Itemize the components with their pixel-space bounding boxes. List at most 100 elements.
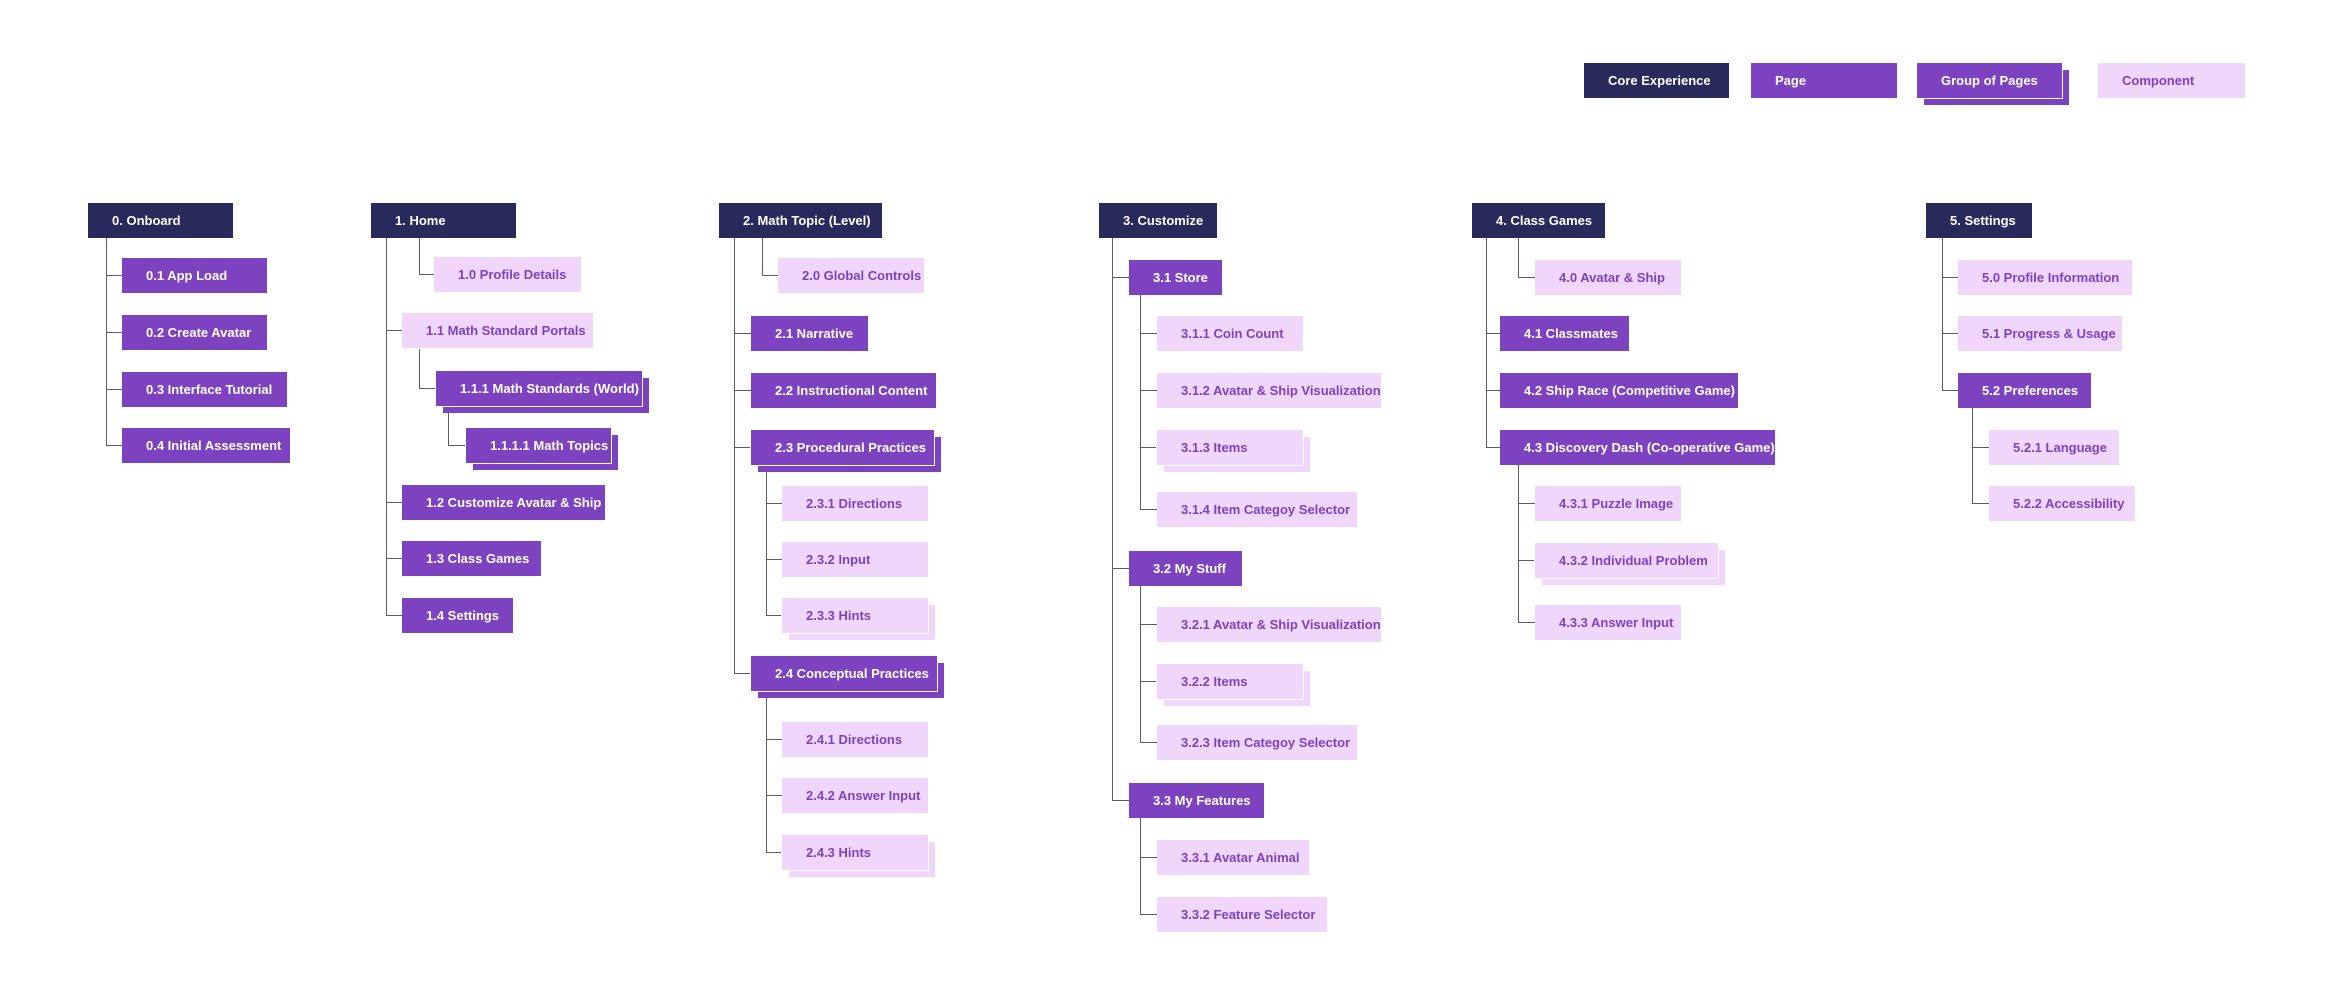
connector-line [1140, 681, 1157, 682]
connector-line [386, 615, 402, 616]
connector-line [1140, 857, 1157, 858]
node-3-2-3-item-categoy-selector[interactable]: 3.2.3 Item Categoy Selector [1157, 725, 1357, 760]
node-5-0-profile-information[interactable]: 5.0 Profile Information [1958, 260, 2132, 295]
node-2-2-instructional-content[interactable]: 2.2 Instructional Content [751, 373, 936, 408]
node-4-3-2-individual-problem[interactable]: 4.3.2 Individual Problem [1534, 542, 1719, 579]
connector-line [106, 445, 122, 446]
node-5-settings[interactable]: 5. Settings [1926, 203, 2032, 238]
node-4-class-games[interactable]: 4. Class Games [1472, 203, 1605, 238]
connector-line [1140, 509, 1157, 510]
node-1-2-customize-avatar-ship[interactable]: 1.2 Customize Avatar & Ship [402, 485, 605, 520]
node-1-4-settings[interactable]: 1.4 Settings [402, 598, 513, 633]
connector-line [1942, 277, 1958, 278]
connector-line [448, 405, 449, 446]
node-1-1-1-math-standards-world[interactable]: 1.1.1 Math Standards (World) [435, 370, 643, 407]
node-0-3-interface-tutorial[interactable]: 0.3 Interface Tutorial [122, 372, 287, 407]
connector-line [1140, 447, 1157, 448]
legend-core-experience: Core Experience [1584, 63, 1729, 98]
node-1-home[interactable]: 1. Home [371, 203, 516, 238]
node-3-2-1-avatar-ship-visualization[interactable]: 3.2.1 Avatar & Ship Visualization [1157, 607, 1381, 642]
connector-line [766, 852, 782, 853]
connector-line [734, 238, 735, 674]
connector-line [419, 225, 420, 275]
connector-line [766, 691, 767, 853]
node-4-3-1-puzzle-image[interactable]: 4.3.1 Puzzle Image [1535, 486, 1681, 521]
connector-line [1518, 622, 1535, 623]
connector-line [766, 795, 782, 796]
node-1-0-profile-details[interactable]: 1.0 Profile Details [434, 257, 581, 292]
node-2-3-1-directions[interactable]: 2.3.1 Directions [782, 486, 928, 521]
node-5-2-2-accessibility[interactable]: 5.2.2 Accessibility [1989, 486, 2135, 521]
node-1-1-1-1-math-topics[interactable]: 1.1.1.1 Math Topics [465, 427, 612, 464]
connector-line [1140, 333, 1157, 334]
node-5-1-progress-usage[interactable]: 5.1 Progress & Usage [1958, 316, 2122, 351]
node-4-0-avatar-ship[interactable]: 4.0 Avatar & Ship [1535, 260, 1681, 295]
node-0-4-initial-assessment[interactable]: 0.4 Initial Assessment [122, 428, 290, 463]
node-4-2-ship-race-competitive-game[interactable]: 4.2 Ship Race (Competitive Game) [1500, 373, 1738, 408]
node-1-1-math-standard-portals[interactable]: 1.1 Math Standard Portals [402, 313, 593, 348]
node-3-1-2-avatar-ship-visualization[interactable]: 3.1.2 Avatar & Ship Visualization [1157, 373, 1381, 408]
connector-line [386, 330, 402, 331]
connector-line [734, 447, 751, 448]
node-5-2-1-language[interactable]: 5.2.1 Language [1989, 430, 2119, 465]
node-3-2-my-stuff[interactable]: 3.2 My Stuff [1129, 551, 1242, 586]
node-3-3-2-feature-selector[interactable]: 3.3.2 Feature Selector [1157, 897, 1327, 932]
connector-line [734, 673, 751, 674]
connector-line [1140, 294, 1141, 510]
connector-line [1140, 585, 1141, 743]
connector-line [106, 389, 122, 390]
legend-group-of-pages: Group of Pages [1916, 62, 2063, 99]
connector-line [1486, 238, 1487, 448]
node-3-2-2-items[interactable]: 3.2.2 Items [1156, 663, 1304, 700]
connector-line [386, 558, 402, 559]
connector-line [766, 503, 782, 504]
node-1-3-class-games[interactable]: 1.3 Class Games [402, 541, 541, 576]
connector-line [766, 465, 767, 616]
node-4-3-3-answer-input[interactable]: 4.3.3 Answer Input [1535, 605, 1681, 640]
connector-line [1942, 333, 1958, 334]
connector-line [106, 238, 107, 446]
connector-line [734, 390, 751, 391]
node-0-onboard[interactable]: 0. Onboard [88, 203, 233, 238]
connector-line [766, 559, 782, 560]
node-2-0-global-controls[interactable]: 2.0 Global Controls [778, 258, 924, 293]
node-2-4-1-directions[interactable]: 2.4.1 Directions [782, 722, 928, 757]
node-4-3-discovery-dash-co-operative-game[interactable]: 4.3 Discovery Dash (Co-operative Game) [1500, 430, 1775, 465]
node-3-1-1-coin-count[interactable]: 3.1.1 Coin Count [1157, 316, 1303, 351]
legend-page: Page [1751, 63, 1897, 98]
node-3-customize[interactable]: 3. Customize [1099, 203, 1217, 238]
node-2-4-3-hints[interactable]: 2.4.3 Hints [781, 834, 929, 871]
connector-line [1518, 277, 1535, 278]
connector-line [106, 275, 122, 276]
connector-line [734, 333, 751, 334]
node-3-1-3-items[interactable]: 3.1.3 Items [1156, 429, 1304, 466]
connector-line [762, 275, 778, 276]
legend-component: Component [2098, 63, 2245, 98]
connector-line [1112, 800, 1129, 801]
connector-line [419, 274, 434, 275]
node-2-3-3-hints[interactable]: 2.3.3 Hints [781, 597, 929, 634]
node-0-2-create-avatar[interactable]: 0.2 Create Avatar [122, 315, 267, 350]
node-2-4-2-answer-input[interactable]: 2.4.2 Answer Input [782, 778, 928, 813]
connector-line [766, 615, 782, 616]
connector-line [1486, 333, 1500, 334]
node-0-1-app-load[interactable]: 0.1 App Load [122, 258, 267, 293]
node-3-3-1-avatar-animal[interactable]: 3.3.1 Avatar Animal [1157, 840, 1309, 875]
connector-line [386, 502, 402, 503]
node-2-1-narrative[interactable]: 2.1 Narrative [751, 316, 868, 351]
node-3-3-my-features[interactable]: 3.3 My Features [1129, 783, 1264, 818]
connector-line [766, 739, 782, 740]
node-3-1-store[interactable]: 3.1 Store [1129, 260, 1222, 295]
connector-line [1518, 560, 1535, 561]
node-2-4-conceptual-practices[interactable]: 2.4 Conceptual Practices [750, 655, 938, 692]
node-3-1-4-item-categoy-selector[interactable]: 3.1.4 Item Categoy Selector [1157, 492, 1357, 527]
connector-line [1972, 503, 1989, 504]
node-2-3-2-input[interactable]: 2.3.2 Input [782, 542, 928, 577]
node-5-2-preferences[interactable]: 5.2 Preferences [1958, 373, 2091, 408]
connector-line [1972, 447, 1989, 448]
node-4-1-classmates[interactable]: 4.1 Classmates [1500, 316, 1629, 351]
connector-line [1518, 465, 1519, 623]
node-2-3-procedural-practices[interactable]: 2.3 Procedural Practices [750, 429, 935, 466]
node-2-math-topic-level[interactable]: 2. Math Topic (Level) [719, 203, 882, 238]
connector-line [1942, 390, 1958, 391]
